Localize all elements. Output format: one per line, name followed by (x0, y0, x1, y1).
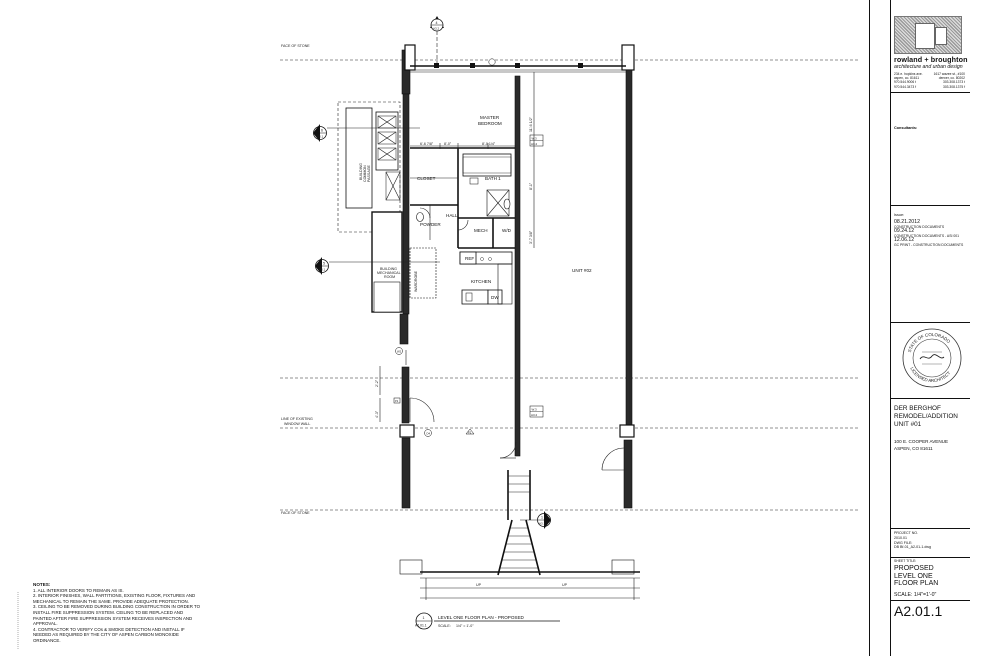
svg-text:3'-7 3/8": 3'-7 3/8" (529, 230, 533, 244)
svg-text:1/4" = 1'-0": 1/4" = 1'-0" (456, 624, 474, 628)
svg-text:A3.2: A3.2 (433, 27, 440, 31)
svg-text:COMMON: COMMON (363, 165, 367, 182)
dimension-strings: 6'-6 7/8" 8'-0" 8'-0 1/4" 11'-6 1/2" 8'-… (375, 72, 535, 422)
svg-text:MECHANICAL: MECHANICAL (377, 271, 401, 275)
svg-text:P2: P2 (468, 431, 472, 435)
door-tag: D4 (427, 432, 431, 436)
label-face-of-stone-bottom: FACE OF STONE (281, 511, 310, 515)
consultants-label: Consultants: (894, 126, 918, 130)
note-item: 2. INTERIOR FINISHES, WALL PARTITIONS, E… (33, 593, 196, 604)
project-address: 100 E. COOPER AVENUE ASPEN, CO 81611 (894, 439, 949, 451)
drawing-title: 1 A2.01.1 LEVEL ONE FLOOR PLAN - PROPOSE… (415, 612, 560, 630)
room-kitchen: KITCHEN (471, 279, 491, 284)
room-master-bedroom: MASTER (480, 115, 500, 120)
label-window-wall: WINDOW WALL (284, 422, 310, 426)
sheet-scale: SCALE: 1/4"=1'-0" (894, 592, 937, 598)
sheet-title-label: SHEET TITLE: (894, 559, 917, 563)
firm-logo (894, 16, 962, 54)
window-tag: W2 (397, 350, 402, 354)
note-item: 4. CONTRACTOR TO VERIFY COs & SMOKE DETE… (33, 626, 185, 643)
svg-text:W.3: W.3 (532, 408, 537, 412)
issue-label: Issue: (894, 213, 905, 217)
note-item: 3. CEILING TO BE REMOVED DURING BUILDING… (33, 604, 201, 627)
firm-name: rowland + broughton (894, 55, 968, 64)
label-ref: REF (465, 256, 474, 261)
section-tag-left-1: 6 A3.1 (313, 124, 420, 142)
svg-text:11'-6 1/2": 11'-6 1/2" (529, 116, 533, 132)
label-face-of-stone-top: FACE OF STONE (281, 44, 310, 48)
svg-text:P2: P2 (395, 399, 399, 403)
room-closet: CLOSET (417, 176, 436, 181)
svg-text:A3.1: A3.1 (317, 135, 324, 139)
room-mech: MECH (474, 228, 488, 233)
svg-text:A2.01.1: A2.01.1 (415, 624, 427, 628)
project-name: DER BERGHOF REMODEL/ADDITION UNIT #01 (894, 405, 958, 428)
general-notes: NOTES: 1. ALL INTERIOR DOORS TO REMAIN A… (33, 582, 203, 644)
svg-text:4: 4 (436, 21, 438, 25)
top-window-marks (434, 58, 583, 68)
svg-text:8'-0": 8'-0" (444, 142, 452, 146)
svg-text:A3.2: A3.2 (531, 413, 538, 417)
svg-text:8'-0 1/4": 8'-0 1/4" (482, 142, 496, 146)
svg-text:BEDROOM: BEDROOM (478, 121, 502, 126)
architect-seal: STATE OF COLORADO LICENSED ARCHITECT (902, 328, 962, 388)
svg-text:8'-1": 8'-1" (529, 182, 533, 190)
svg-text:ROOM: ROOM (384, 275, 395, 279)
notes-title: NOTES: (33, 582, 51, 587)
svg-text:6'-6 7/8": 6'-6 7/8" (420, 142, 434, 146)
label-line-of-existing: LINE OF EXISTING (281, 417, 313, 421)
label-bldg-common: BUILDING (359, 163, 363, 180)
section-tag-left-2: 5 A3.1 (315, 257, 440, 275)
label-up-left: UP (476, 583, 482, 587)
svg-text:1: 1 (423, 616, 425, 620)
front-stair (399, 470, 640, 600)
sheet-title: PROPOSED LEVEL ONE FLOOR PLAN (894, 565, 939, 588)
svg-text:SCALE:: SCALE: (438, 624, 451, 628)
stair-cabinets (377, 115, 401, 201)
firm-address-right: 1617 wazee st., #100 denver, co. 80202 3… (933, 72, 965, 89)
svg-text:4'-3": 4'-3" (375, 410, 379, 418)
svg-text:2'-2": 2'-2" (375, 379, 379, 387)
project-number: PROJECT NO. 2010.01 DWG FILE: DB Bf-01_A… (894, 531, 931, 550)
title-block: rowland + broughton architecture and urb… (869, 0, 970, 656)
firm-subtitle: architecture and urban design (894, 64, 963, 70)
label-up-right: UP (562, 583, 568, 587)
entry-door-swing (409, 207, 625, 471)
svg-text:6: 6 (321, 129, 323, 133)
label-dw: DW (491, 295, 499, 300)
svg-text:A3.1: A3.1 (539, 522, 546, 526)
drawing-title-text: LEVEL ONE FLOOR PLAN - PROPOSED (438, 615, 525, 620)
room-unit-2: UNIT #02 (572, 268, 592, 273)
sheet-number: A2.01.1 (894, 603, 943, 619)
svg-text:5: 5 (323, 262, 325, 266)
room-wd: W/D (502, 228, 512, 233)
room-bath: BATH 1 (485, 176, 501, 181)
wall-tag-2: W.3 A3.2 (529, 405, 544, 418)
room-hall: HALL (446, 213, 458, 218)
issue-list: 08.21.2012 CONSTRUCTION DOCUMENTS 09.24.… (894, 219, 964, 247)
label-bldg-mech: BUILDING (380, 267, 397, 271)
label-wardrobe: WARDROBE (414, 270, 418, 292)
note-item: 1. ALL INTERIOR DOORS TO REMAIN AS IS. (33, 587, 124, 593)
section-tag-bottom: 1 A3.1 (520, 511, 551, 529)
section-tag-top: 4 A3.2 (430, 16, 444, 68)
wall-tag-1: W.3 A3.2 (529, 134, 544, 147)
svg-text:PASSAGE: PASSAGE (367, 164, 371, 182)
room-powder: POWDER (420, 222, 441, 227)
svg-text:A3.1: A3.1 (319, 268, 326, 272)
firm-address-left: 234 e. hopkins ave. aspen, co. 81611 970… (894, 72, 923, 89)
svg-text:1: 1 (541, 516, 543, 520)
